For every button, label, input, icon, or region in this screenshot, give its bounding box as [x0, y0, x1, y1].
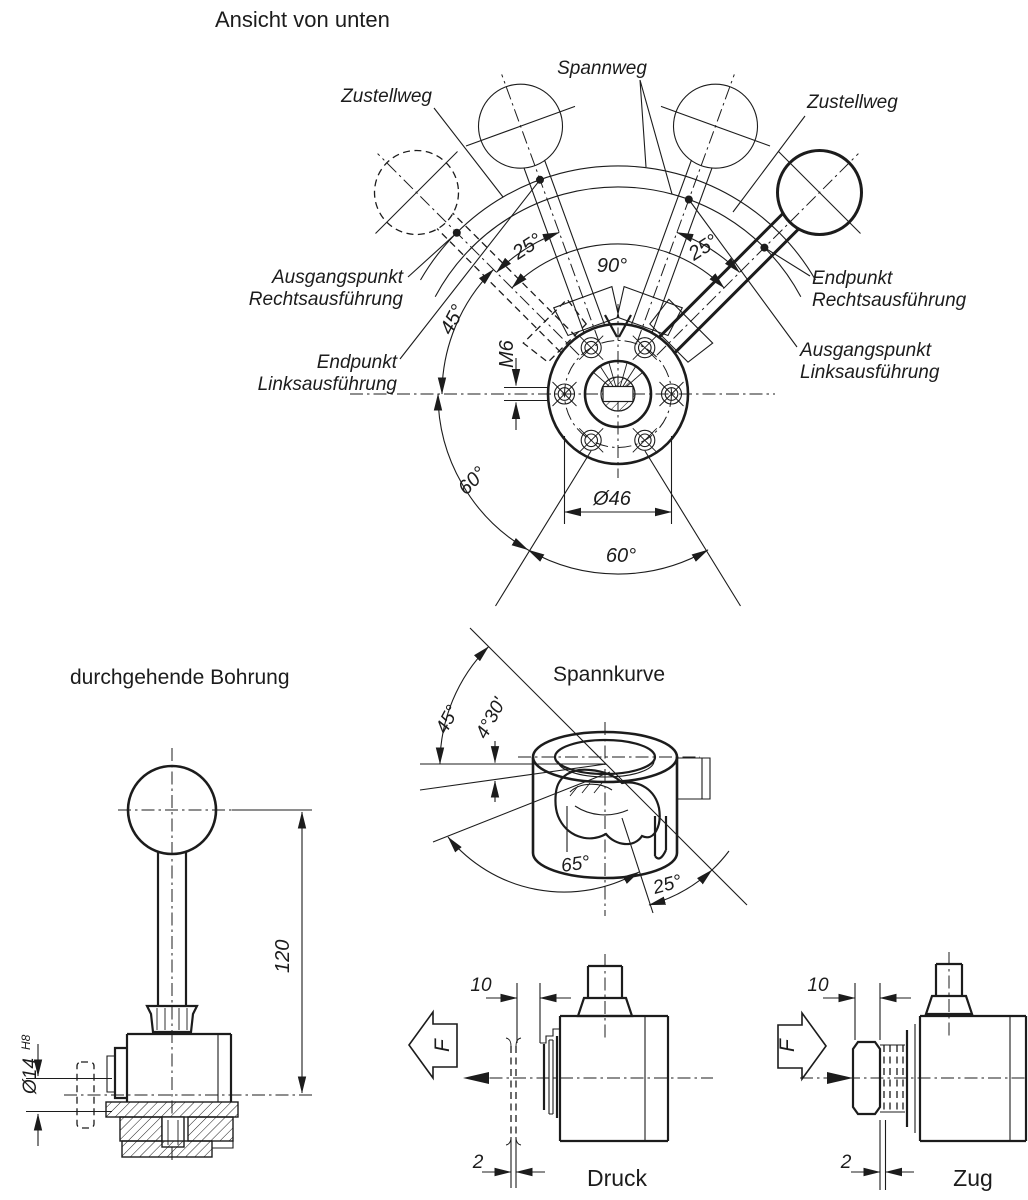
- dim-cam-430: 4°30': [472, 693, 511, 742]
- lever-inner-right: [616, 74, 771, 343]
- dim-90deg: 90°: [597, 255, 627, 277]
- dim-cam-65: 65°: [560, 852, 592, 877]
- cam-groove: [554, 768, 661, 846]
- clamp-body-section: [76, 1032, 239, 1158]
- label-spannweg: Spannweg: [557, 58, 647, 79]
- force-label-zug: F: [776, 1038, 799, 1052]
- druck-dim-2: 2: [472, 1137, 545, 1188]
- label-zustellweg-right: Zustellweg: [806, 92, 898, 113]
- zug-clamp-body: [800, 952, 1028, 1143]
- ref-line-steep: [621, 817, 654, 914]
- side-section-view: durchgehende Bohrung 120: [19, 666, 313, 1160]
- ref-line-pitch: [419, 763, 607, 791]
- caption-zug: Zug: [953, 1165, 993, 1191]
- dim-60deg-bottom: 60°: [606, 545, 636, 567]
- dim-25deg-left: 25°: [508, 229, 546, 264]
- lever-ball: [477, 83, 564, 169]
- hub: [546, 314, 690, 466]
- dim-druck-10: 10: [470, 975, 492, 996]
- label-ausgangspunkt-rechts-1: Ausgangspunkt: [271, 267, 404, 288]
- ref-line-45: [469, 627, 748, 906]
- lever-inner-left: [465, 74, 620, 343]
- draw-bolt-head: [851, 1040, 882, 1116]
- thread-dimension: M6: [496, 339, 548, 430]
- label-endpunkt-rechts-1: Endpunkt: [812, 268, 893, 289]
- direction-arrowhead: [463, 1072, 489, 1084]
- base-plate-section: [121, 1140, 213, 1158]
- label-zustellweg-left: Zustellweg: [340, 86, 432, 107]
- v-reference-lines: [495, 450, 741, 607]
- label-ausgangspunkt-rechts-2: Rechtsausführung: [249, 289, 404, 310]
- lever-end-right-bold: [649, 149, 863, 363]
- druck-clamp-body: [463, 954, 713, 1146]
- dim-bore-tolerance: H8: [19, 1034, 33, 1050]
- view-title-side: durchgehende Bohrung: [70, 666, 290, 689]
- leader-lines: [399, 79, 811, 360]
- dim-cam-45: 45°: [432, 702, 464, 738]
- bolt-circle-dimension: Ø46: [563, 436, 673, 524]
- lever-ball-dashed: [373, 149, 460, 236]
- dim-cam-25: 25°: [650, 871, 685, 899]
- zug-dim-10: 10: [807, 975, 911, 1040]
- flange-section: [105, 1101, 239, 1118]
- dim-60deg-left: 60°: [454, 463, 491, 500]
- dim-zug-2: 2: [840, 1152, 852, 1173]
- dim-druck-2: 2: [472, 1152, 484, 1173]
- view-title-bottom: Ansicht von unten: [215, 7, 390, 32]
- label-endpunkt-rechts-2: Rechtsausführung: [812, 290, 967, 311]
- v-notch: [604, 314, 632, 338]
- view-title-cam: Spannkurve: [553, 663, 665, 686]
- cam-view: Spannkurve: [419, 627, 748, 916]
- dim-thread: M6: [496, 339, 518, 368]
- angle-dimensions: 90° 25° 25° 45° 60° 60°: [433, 229, 740, 575]
- travel-arc-inner: [434, 186, 802, 298]
- label-ausgangspunkt-links-2: Linksausführung: [800, 362, 940, 383]
- dim-height-120: 120: [272, 940, 294, 973]
- ref-line-65: [432, 771, 611, 843]
- handle-shaft: [156, 852, 188, 1006]
- label-endpunkt-links-2: Linksausführung: [258, 374, 398, 395]
- dim-bore-dia: Ø14: [20, 1058, 41, 1095]
- screw-holes: [552, 335, 684, 453]
- height-dimension: 120: [64, 811, 313, 1096]
- zug-dim-2: 2: [840, 1120, 914, 1190]
- force-arrow-left: [408, 1009, 458, 1081]
- center-key: [602, 385, 634, 403]
- lever-ball-bold: [776, 149, 863, 236]
- caption-druck: Druck: [587, 1165, 648, 1191]
- label-ausgangspunkt-links-1: Ausgangspunkt: [799, 340, 932, 361]
- dim-zug-10: 10: [807, 975, 829, 996]
- lever-ball: [672, 83, 759, 169]
- force-arrow-right: [777, 1010, 827, 1082]
- cam-tab: [677, 757, 711, 800]
- workpiece-hidden: [510, 1046, 517, 1137]
- druck-view: F 10 2 Druck: [408, 954, 713, 1191]
- dim-bolt-circle: Ø46: [592, 488, 632, 510]
- pressure-pad: [542, 1036, 559, 1118]
- force-label-druck: F: [431, 1038, 454, 1052]
- bottom-view-diagram: Ansicht von unten: [215, 7, 967, 607]
- label-endpunkt-links-1: Endpunkt: [317, 352, 398, 373]
- hub-outer-circle: [546, 322, 690, 466]
- druck-dim-10: 10: [470, 975, 571, 1043]
- cam-follower-lug: [653, 816, 668, 860]
- through-bore-hidden: [76, 1061, 95, 1129]
- knurled-nut: [145, 1004, 199, 1034]
- dim-25deg-right: 25°: [684, 230, 722, 265]
- bore-dimension: Ø14 H8: [19, 1034, 112, 1146]
- hub-middle-circle: [583, 359, 653, 429]
- zug-view: F 10 2 Zug: [776, 952, 1028, 1191]
- direction-arrowhead: [827, 1072, 853, 1084]
